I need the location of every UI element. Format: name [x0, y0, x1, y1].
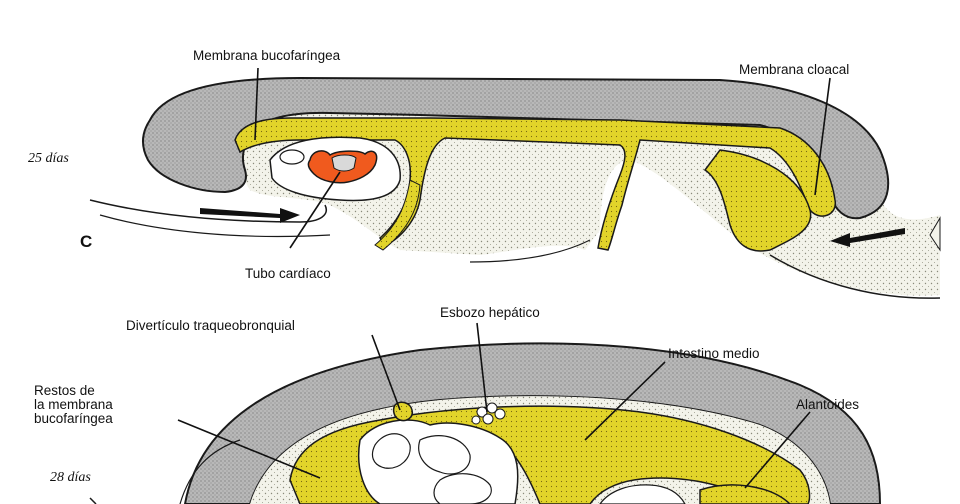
panel-c-age: 25 días: [28, 151, 69, 166]
label-alantoides: Alantoides: [796, 397, 860, 412]
panel-d-embryo: [89, 342, 882, 504]
panel-c-small-cavity: [279, 149, 305, 165]
panel-d-liver-bud: [471, 402, 506, 425]
panel-c-leaders: [254, 67, 831, 249]
panel-d-age: 28 días: [50, 470, 91, 485]
panel-d-leaders: [177, 322, 811, 489]
panel-d-diverticulum: [392, 401, 414, 422]
label-esbozo-hepatico: Esbozo hepático: [440, 305, 540, 320]
panel-c-letter: C: [80, 232, 93, 251]
label-membrana-cloacal: Membrana cloacal: [739, 62, 850, 77]
panel-c-cloaca: [703, 149, 812, 252]
panel-c-arrow-left: [200, 208, 300, 223]
label-intestino-medio: Intestino medio: [668, 346, 760, 361]
panel-d-ectoderm: [183, 342, 882, 504]
label-membrana-bucofaringea: Membrana bucofaríngea: [193, 48, 341, 63]
panel-c-lower-outline: [469, 239, 591, 263]
panel-c-yolk-stalk-left: [374, 179, 421, 251]
panel-c-arrow-right: [830, 228, 905, 247]
label-tubo-cardiaco: Tubo cardíaco: [245, 266, 331, 281]
label-restos-membrana: Restos de la membrana bucofaríngea: [34, 383, 113, 426]
label-diverticulo-traqueobronquial: Divertículo traqueobronquial: [126, 318, 295, 333]
panel-c-embryo: [89, 76, 941, 299]
panel-c-amnion-line: [89, 199, 327, 223]
